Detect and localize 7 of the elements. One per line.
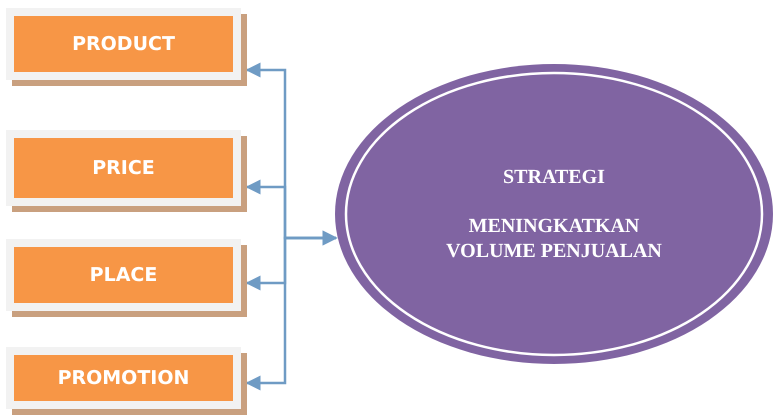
arrow	[246, 230, 338, 390]
heading-text: STRATEGI	[502, 164, 606, 190]
box-label: PROMOTION	[58, 367, 190, 389]
body-text: MENINGKATKAN VOLUME PENJUALAN	[445, 214, 663, 264]
box-label: PRICE	[92, 157, 155, 179]
box-label: PLACE	[90, 264, 158, 286]
box-label: PRODUCT	[72, 33, 175, 55]
